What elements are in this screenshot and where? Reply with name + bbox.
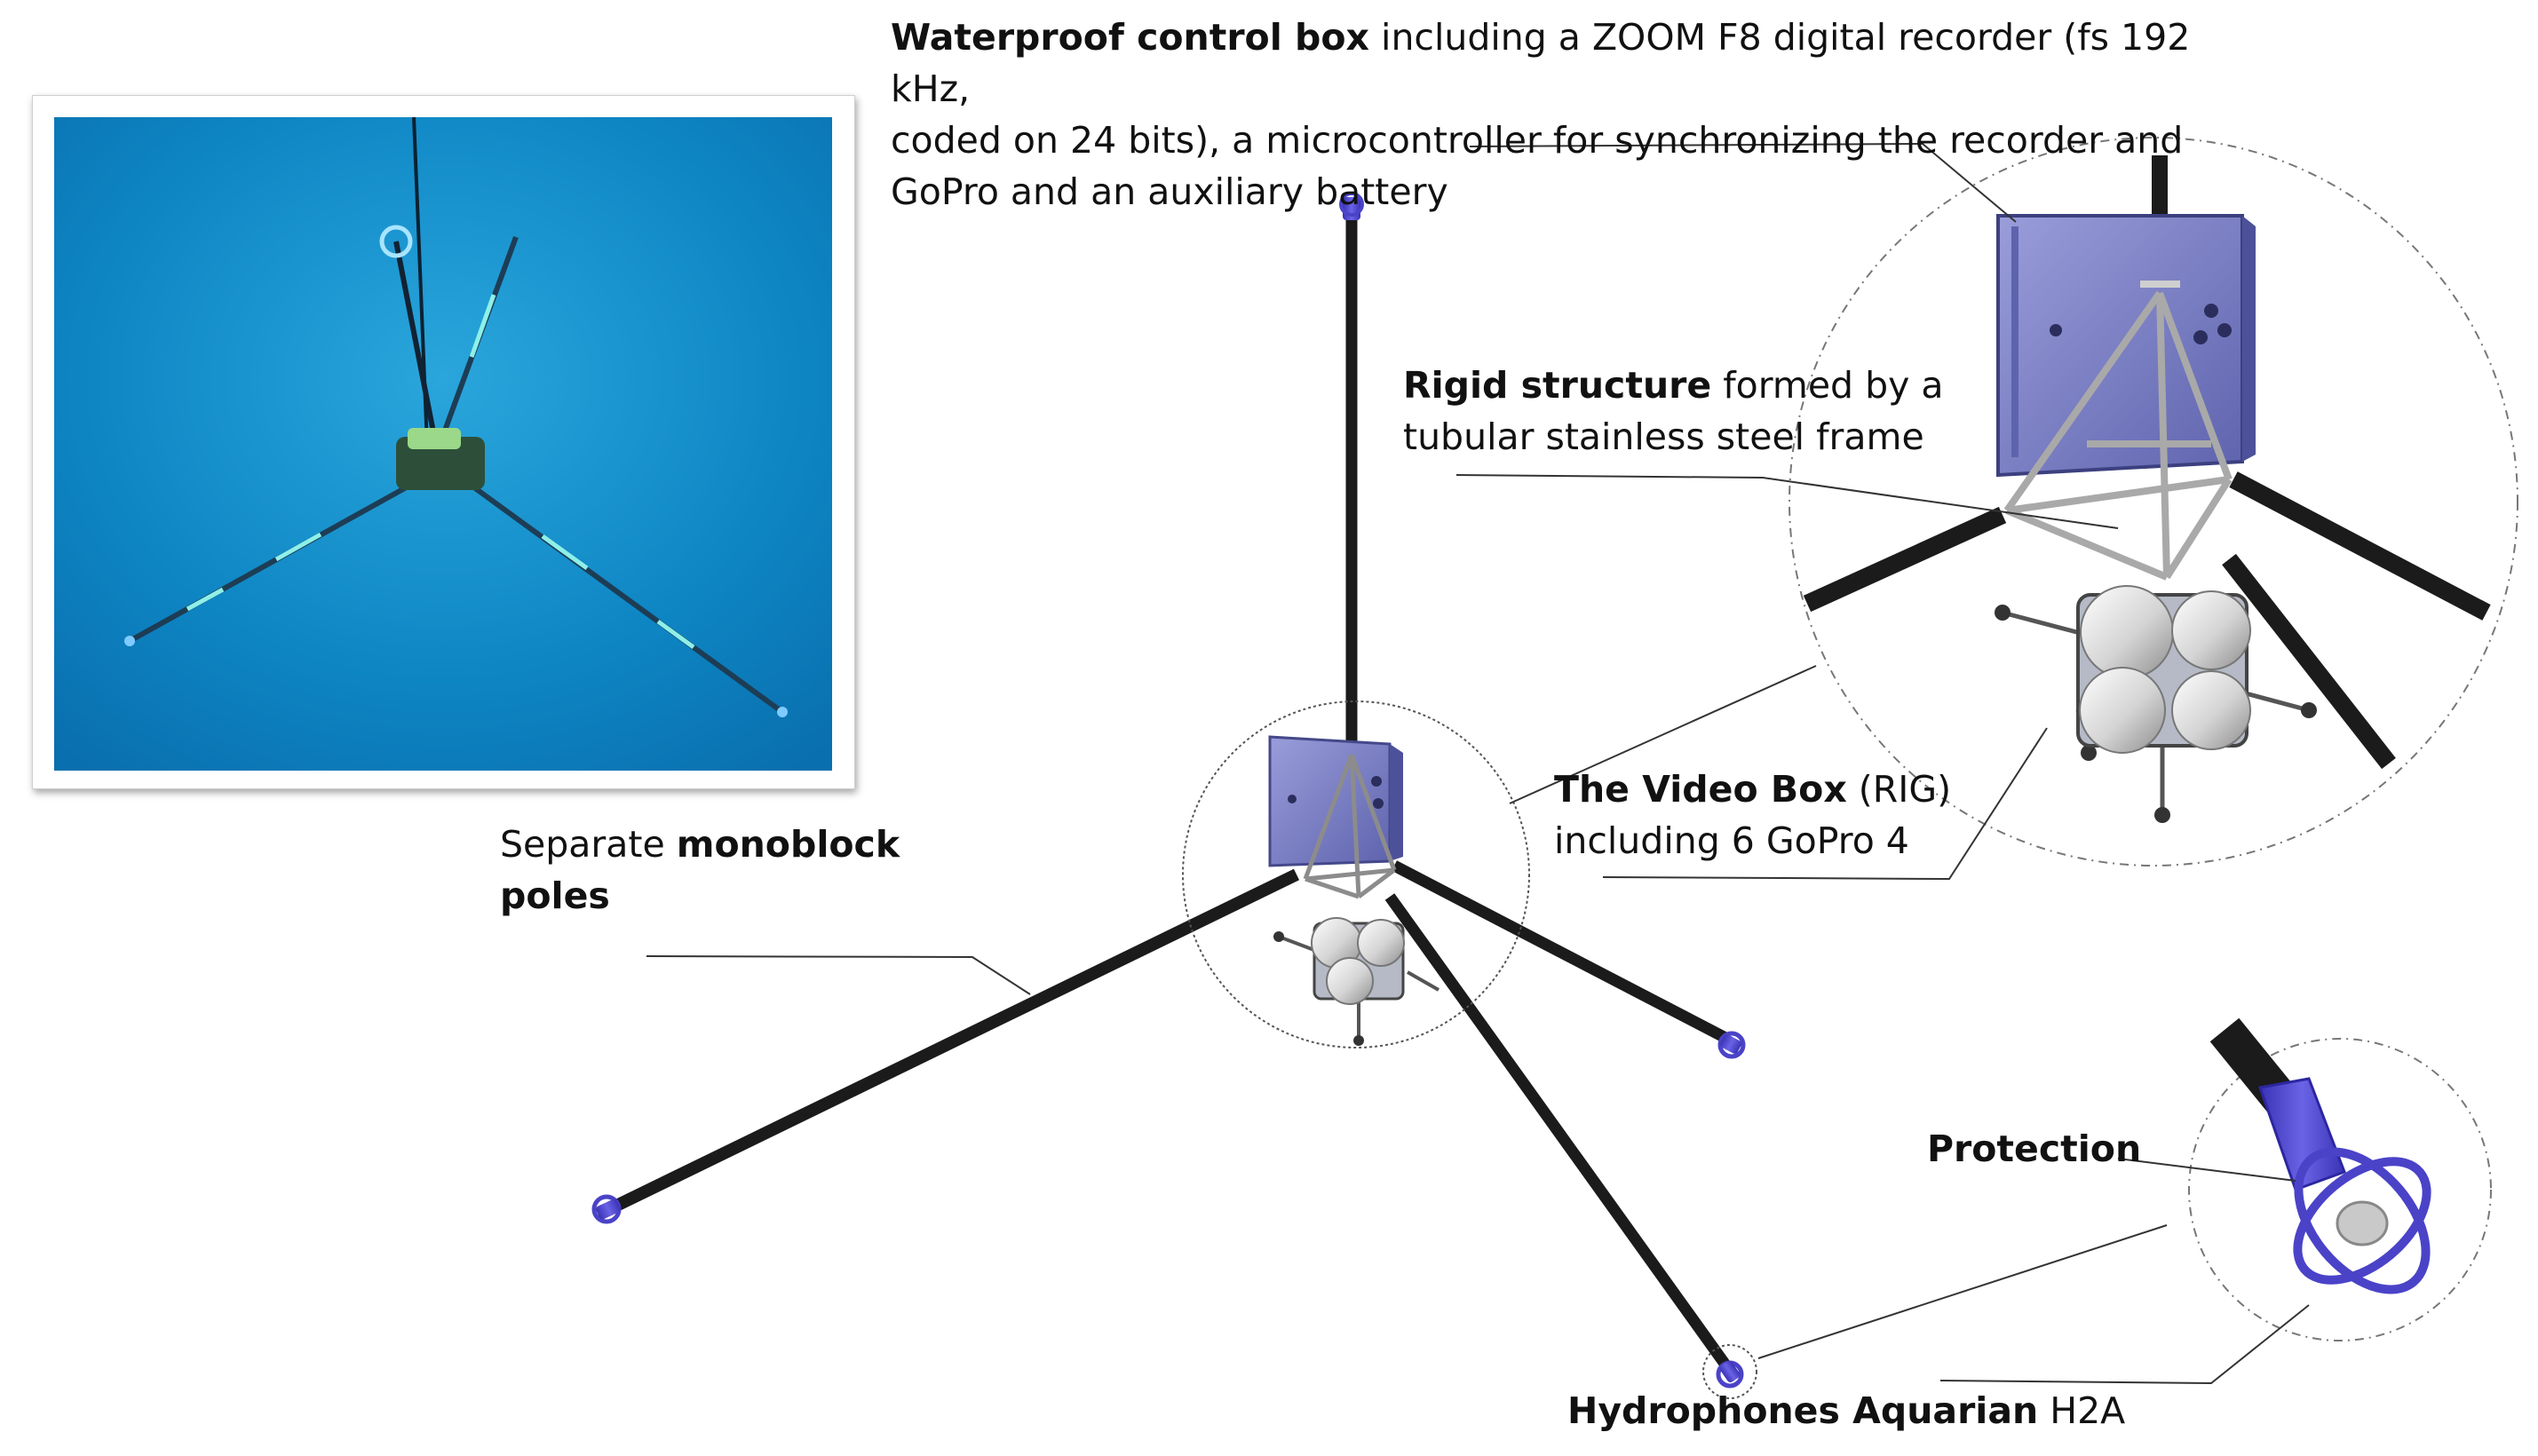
zoom-hydrophone-sensor (2336, 1200, 2389, 1246)
zoom-pole-left (1803, 506, 2007, 613)
photo-pole-upper-marker (469, 294, 496, 358)
label-video-box-title: The Video Box (1554, 768, 1847, 811)
label-control-box-text-3: GoPro and an auxiliary battery (891, 170, 1448, 213)
photo-center-box (396, 437, 485, 490)
zoom-detail-hydrophone (2188, 1017, 2492, 1341)
underwater-photo (54, 117, 832, 771)
control-box-small (1268, 735, 1403, 867)
leader-control-box (1469, 142, 2017, 223)
label-poles-bold-2: poles (500, 874, 610, 917)
label-control-box: Waterproof control box including a ZOOM … (891, 12, 2276, 218)
hydrophone-right (1717, 1031, 1746, 1059)
hydrophone-highlight-circle (1702, 1344, 1757, 1399)
photo-center-box-top (408, 428, 461, 449)
frame-small (1303, 754, 1397, 899)
label-control-box-title: Waterproof control box (891, 16, 1370, 59)
hydrophone-left (591, 1194, 622, 1224)
left-pole (609, 868, 1300, 1214)
label-video-box: The Video Box (RIG) including 6 GoPro 4 (1554, 764, 2016, 866)
underwater-photo-frame (32, 95, 855, 789)
label-poles-text: Separate (500, 823, 677, 866)
leader-hydrophones (1939, 1304, 2310, 1385)
label-poles: Separate monoblock poles (500, 819, 944, 922)
label-hydrophones: Hydrophones Aquarian H2A (1567, 1385, 2125, 1436)
center-highlight-circle (1182, 700, 1530, 1048)
photo-pole-left (128, 483, 411, 644)
leader-videobox (1602, 727, 2048, 881)
frame-large (2003, 290, 2233, 581)
leader-hydrophone-to-zoom (1757, 1224, 2168, 1359)
underwater-photo-graphic (54, 117, 832, 771)
label-hydrophones-title: Hydrophones Aquarian (1567, 1389, 2039, 1432)
label-control-box-text-1: including a ZOOM F8 digital recorder (fs… (891, 16, 2191, 110)
hydrophone-bottom (1716, 1360, 1744, 1389)
photo-vertical-pole (393, 241, 439, 447)
label-rigid-structure-text-2: tubular stainless steel frame (1403, 415, 1924, 458)
zoom-pole-bottom (2222, 553, 2396, 770)
zoom-pole-right (2229, 471, 2491, 621)
label-rigid-structure: Rigid structure formed by a tubular stai… (1403, 360, 1954, 463)
video-box-large (1995, 585, 2317, 823)
photo-hydrophone-top (379, 225, 413, 258)
label-control-box-text-2: coded on 24 bits), a microcontroller for… (891, 119, 2184, 162)
photo-pole-left-marker (274, 532, 322, 562)
leader-rigid-structure (1455, 474, 2119, 529)
photo-pole-left-marker-2 (186, 587, 225, 612)
zoom-hydrophone-cage (2293, 1147, 2431, 1294)
photo-hydrophone-right (777, 707, 788, 717)
label-video-box-text-1: (RIG) (1846, 768, 1952, 811)
label-protection: Protection (1927, 1128, 2142, 1170)
photo-pole-right-marker (541, 534, 589, 571)
leader-protection (2117, 1158, 2296, 1182)
photo-pole-right-marker-2 (656, 619, 695, 650)
zoom-hydrophone-body (2258, 1077, 2346, 1191)
label-rigid-structure-text-1: formed by a (1711, 364, 1944, 407)
photo-pole-right (470, 483, 784, 715)
leader-poles (646, 955, 1031, 995)
zoom-detail-center (1788, 137, 2518, 866)
right-pole (1392, 860, 1730, 1044)
bottom-pole (1384, 893, 1733, 1371)
zoom-circle-hydrophone (2188, 1038, 2492, 1341)
label-rigid-structure-title: Rigid structure (1403, 364, 1712, 407)
main-structure (591, 192, 1757, 1399)
label-video-box-text-2: including 6 GoPro 4 (1554, 819, 1909, 862)
label-poles-bold-1: monoblock (676, 823, 900, 866)
photo-hydrophone-left (124, 636, 135, 646)
hydrophone-top (1339, 192, 1364, 220)
leader-videobox-to-zoom (1509, 665, 1817, 804)
leader-lines (646, 142, 2310, 1385)
video-box-small (1273, 917, 1440, 1046)
label-hydrophones-model: H2A (2038, 1389, 2126, 1432)
